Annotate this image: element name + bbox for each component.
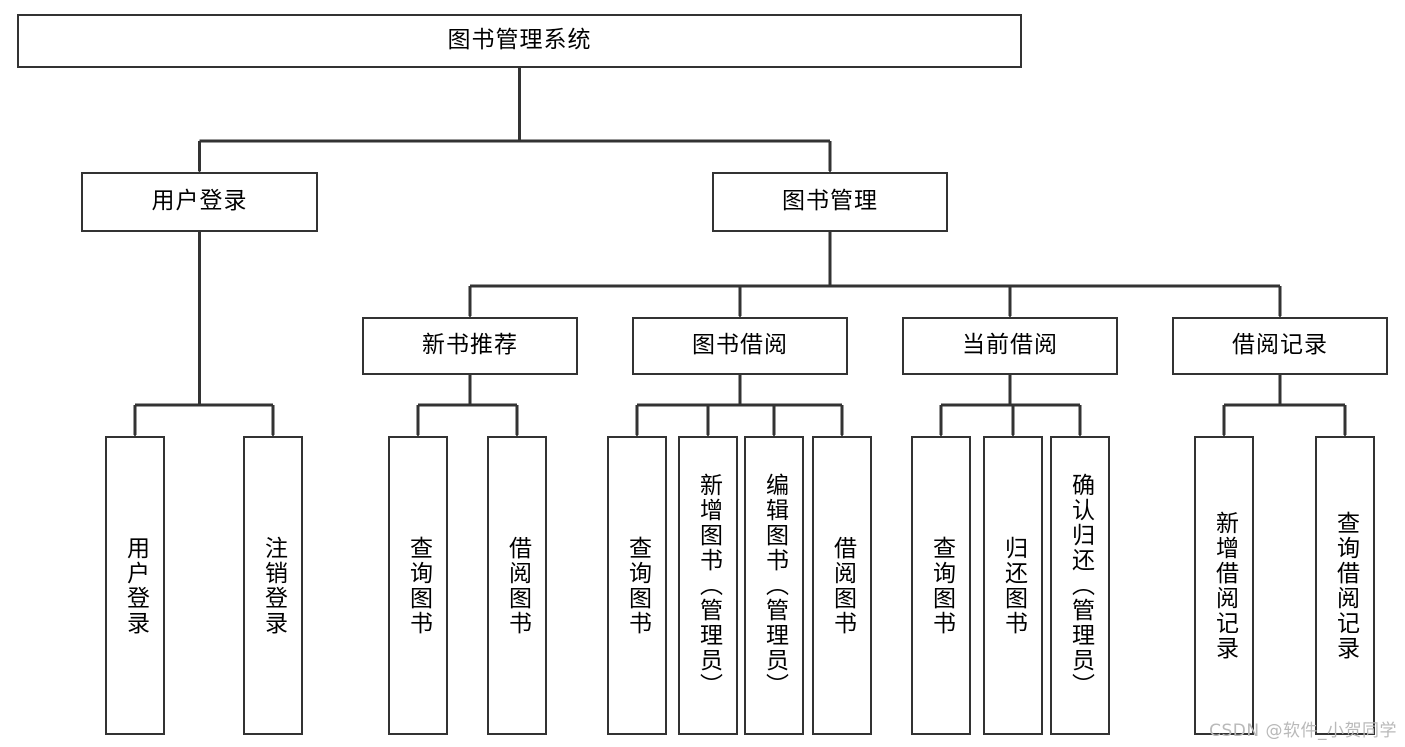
node-label: 用户登录: [122, 535, 149, 636]
node-label: 查询图书: [405, 535, 432, 636]
node-leaf-add-record[interactable]: 新增借阅记录: [1194, 436, 1254, 735]
node-label: 图书管理系统: [447, 27, 592, 54]
node-label: 新增图书（管理员）: [695, 473, 722, 698]
node-label: 借阅图书: [829, 535, 856, 636]
node-label: 查询图书: [928, 535, 955, 636]
node-user-login[interactable]: 用户登录: [81, 172, 318, 232]
node-label: 当前借阅: [962, 332, 1058, 359]
node-book-manage[interactable]: 图书管理: [712, 172, 948, 232]
node-root[interactable]: 图书管理系统: [17, 14, 1022, 68]
node-label: 借阅记录: [1232, 332, 1328, 359]
node-label: 借阅图书: [504, 535, 531, 636]
node-leaf-logout[interactable]: 注销登录: [243, 436, 303, 735]
node-leaf-query-book-2[interactable]: 查询图书: [607, 436, 667, 735]
node-leaf-query-book-3[interactable]: 查询图书: [911, 436, 971, 735]
node-label: 图书借阅: [692, 332, 788, 359]
node-label: 编辑图书（管理员）: [761, 473, 788, 698]
watermark: CSDN @软件_小贺同学: [1209, 721, 1397, 741]
node-leaf-query-book-1[interactable]: 查询图书: [388, 436, 448, 735]
node-leaf-query-record[interactable]: 查询借阅记录: [1315, 436, 1375, 735]
node-label: 查询图书: [624, 535, 651, 636]
node-borrow-record[interactable]: 借阅记录: [1172, 317, 1388, 375]
node-label: 归还图书: [1000, 535, 1027, 636]
node-leaf-borrow-book-1[interactable]: 借阅图书: [487, 436, 547, 735]
node-label: 注销登录: [260, 535, 287, 636]
node-leaf-edit-book[interactable]: 编辑图书（管理员）: [744, 436, 804, 735]
node-current-borrow[interactable]: 当前借阅: [902, 317, 1118, 375]
node-label: 新增借阅记录: [1211, 510, 1238, 661]
node-label: 用户登录: [151, 188, 248, 215]
node-leaf-return-book[interactable]: 归还图书: [983, 436, 1043, 735]
node-leaf-borrow-book-2[interactable]: 借阅图书: [812, 436, 872, 735]
node-book-borrow[interactable]: 图书借阅: [632, 317, 848, 375]
node-label: 查询借阅记录: [1332, 510, 1359, 661]
node-label: 新书推荐: [422, 332, 518, 359]
node-leaf-add-book[interactable]: 新增图书（管理员）: [678, 436, 738, 735]
node-leaf-confirm-return[interactable]: 确认归还（管理员）: [1050, 436, 1110, 735]
node-label: 图书管理: [782, 188, 878, 215]
node-leaf-user-login[interactable]: 用户登录: [105, 436, 165, 735]
node-label: 确认归还（管理员）: [1067, 473, 1094, 698]
node-new-book-rec[interactable]: 新书推荐: [362, 317, 578, 375]
